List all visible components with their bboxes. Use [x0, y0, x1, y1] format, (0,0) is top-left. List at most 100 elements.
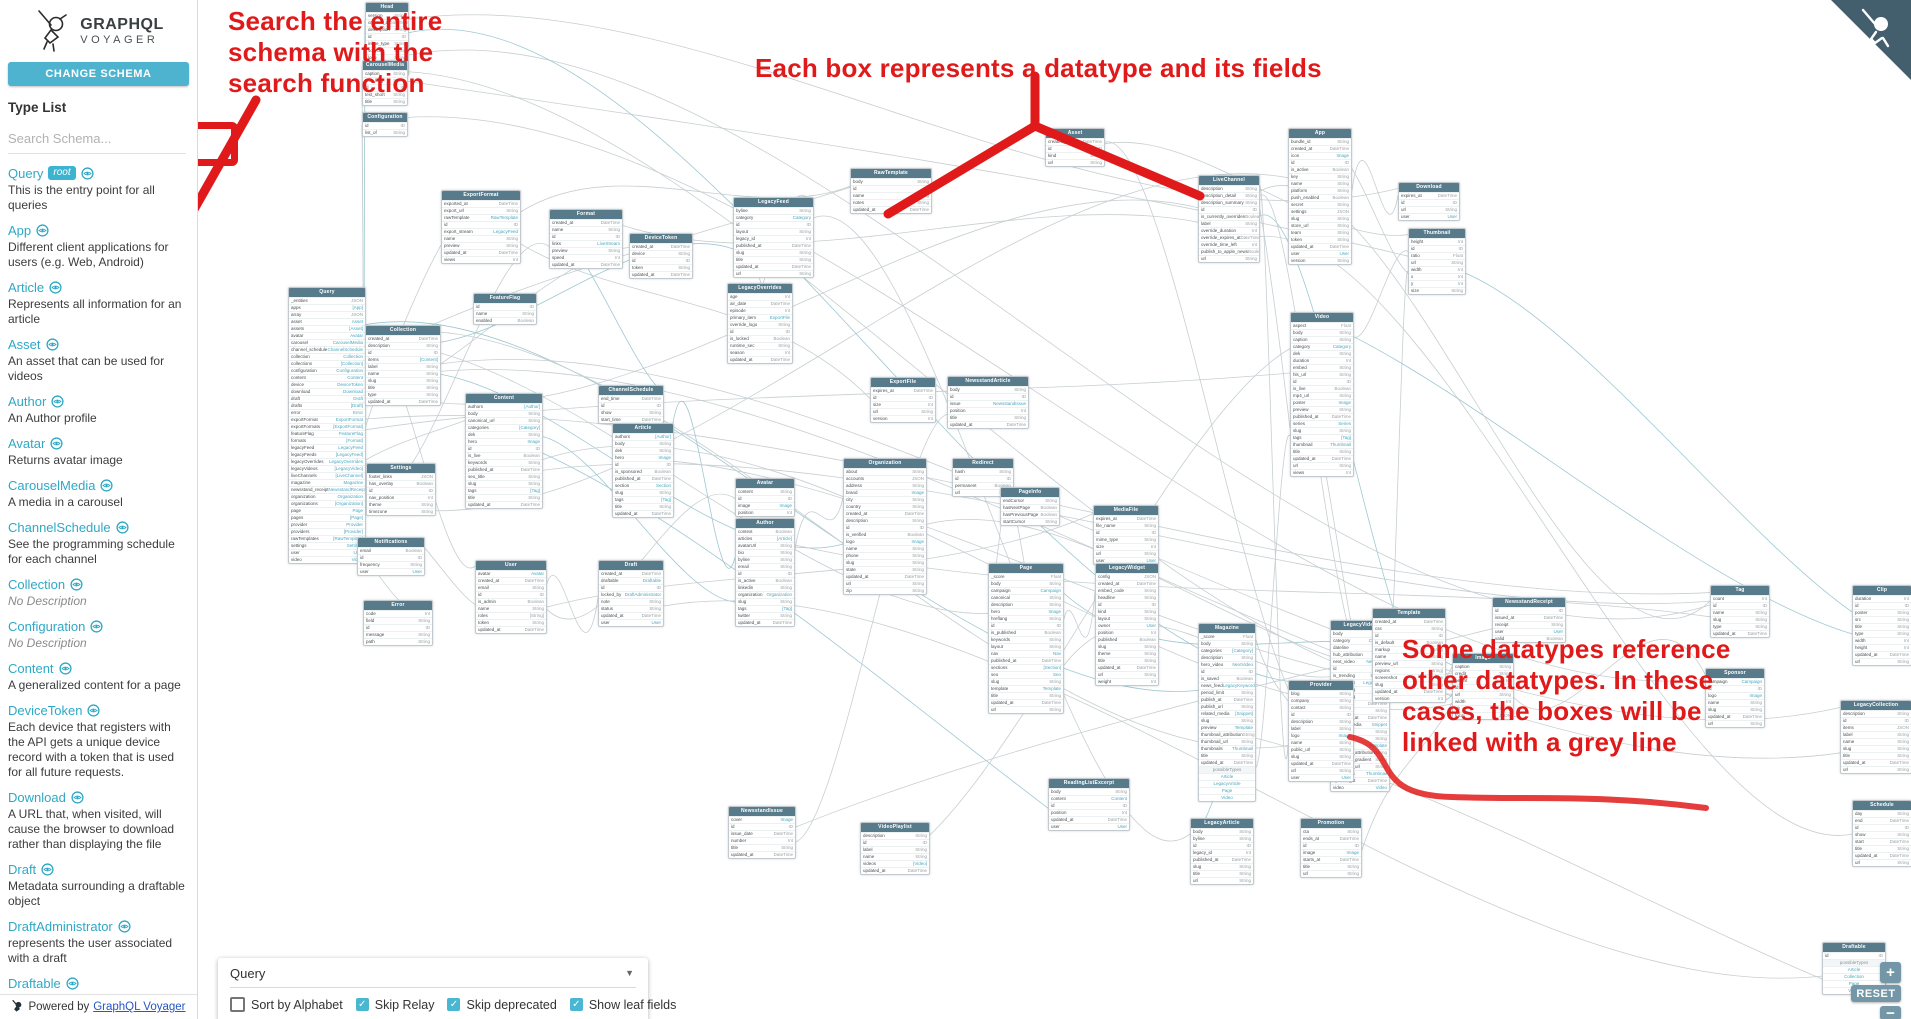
change-schema-button[interactable]: CHANGE SCHEMA: [8, 62, 189, 86]
field-type[interactable]: String: [1897, 753, 1909, 758]
eye-icon[interactable]: [90, 619, 103, 633]
field-type[interactable]: String: [912, 497, 924, 502]
field-type[interactable]: LegacyOverrides: [328, 459, 363, 464]
field-type[interactable]: Int: [1457, 274, 1463, 279]
type-name[interactable]: CarouselMedia: [8, 477, 96, 493]
field-type[interactable]: String: [506, 243, 518, 248]
possible-type-link[interactable]: Article: [1199, 773, 1255, 780]
field-type[interactable]: [Collection]: [340, 361, 363, 366]
field-type[interactable]: String: [1144, 551, 1156, 556]
field-row[interactable]: organizations[Organization]: [289, 500, 365, 507]
field-type[interactable]: String: [659, 448, 671, 453]
field-type[interactable]: DateTime: [1367, 701, 1387, 706]
field-type[interactable]: [Content]: [419, 357, 438, 362]
field-type[interactable]: Video: [1375, 785, 1387, 790]
zoom-out-button[interactable]: −: [1880, 1006, 1901, 1019]
type-node-title[interactable]: Redirect: [953, 459, 1013, 468]
field-type[interactable]: Seo: [1052, 672, 1061, 677]
type-link[interactable]: Download: [8, 789, 189, 805]
field-type[interactable]: DateTime: [520, 467, 540, 472]
field-row[interactable]: articles[Article]: [736, 535, 794, 542]
field-type[interactable]: User: [1146, 623, 1156, 628]
field-type[interactable]: Float: [1242, 634, 1253, 639]
field-type[interactable]: String: [1144, 595, 1156, 600]
field-type[interactable]: String: [1049, 707, 1061, 712]
field-type[interactable]: String: [1339, 337, 1351, 342]
type-node-title[interactable]: Settings: [367, 464, 435, 473]
field-type[interactable]: Series: [1338, 421, 1351, 426]
field-type[interactable]: String: [421, 502, 433, 507]
field-type[interactable]: DateTime: [904, 511, 924, 516]
field-type[interactable]: DateTime: [1423, 619, 1443, 624]
field-type[interactable]: Boolean: [773, 336, 790, 341]
eye-icon[interactable]: [51, 394, 64, 408]
field-type[interactable]: ID: [400, 123, 406, 128]
field-type[interactable]: DateTime: [770, 301, 790, 306]
field-type[interactable]: String: [1347, 871, 1359, 876]
field-type[interactable]: String: [1339, 747, 1351, 752]
field-type[interactable]: String: [1337, 223, 1349, 228]
field-type[interactable]: String: [1897, 610, 1909, 615]
field-type[interactable]: String: [418, 632, 430, 637]
field-type[interactable]: String: [1499, 664, 1511, 669]
field-type[interactable]: Boolean: [1044, 630, 1061, 635]
eye-icon[interactable]: [41, 862, 54, 876]
field-type[interactable]: ID: [1506, 685, 1512, 690]
field-type[interactable]: String: [915, 833, 927, 838]
field-type[interactable]: ID: [1097, 146, 1103, 151]
field-type[interactable]: JSON: [350, 298, 363, 303]
field-type[interactable]: DeviceToken: [337, 382, 363, 387]
field-type[interactable]: String: [410, 562, 422, 567]
field-type[interactable]: String: [1337, 230, 1349, 235]
field-type[interactable]: Image: [1749, 693, 1762, 698]
field-type[interactable]: String: [1245, 200, 1257, 205]
field-type[interactable]: Thumbnail: [1365, 771, 1387, 776]
field-type[interactable]: String: [1339, 726, 1351, 731]
field-type[interactable]: String: [1897, 659, 1909, 664]
type-node-title[interactable]: LegacyCollection: [1841, 701, 1911, 710]
